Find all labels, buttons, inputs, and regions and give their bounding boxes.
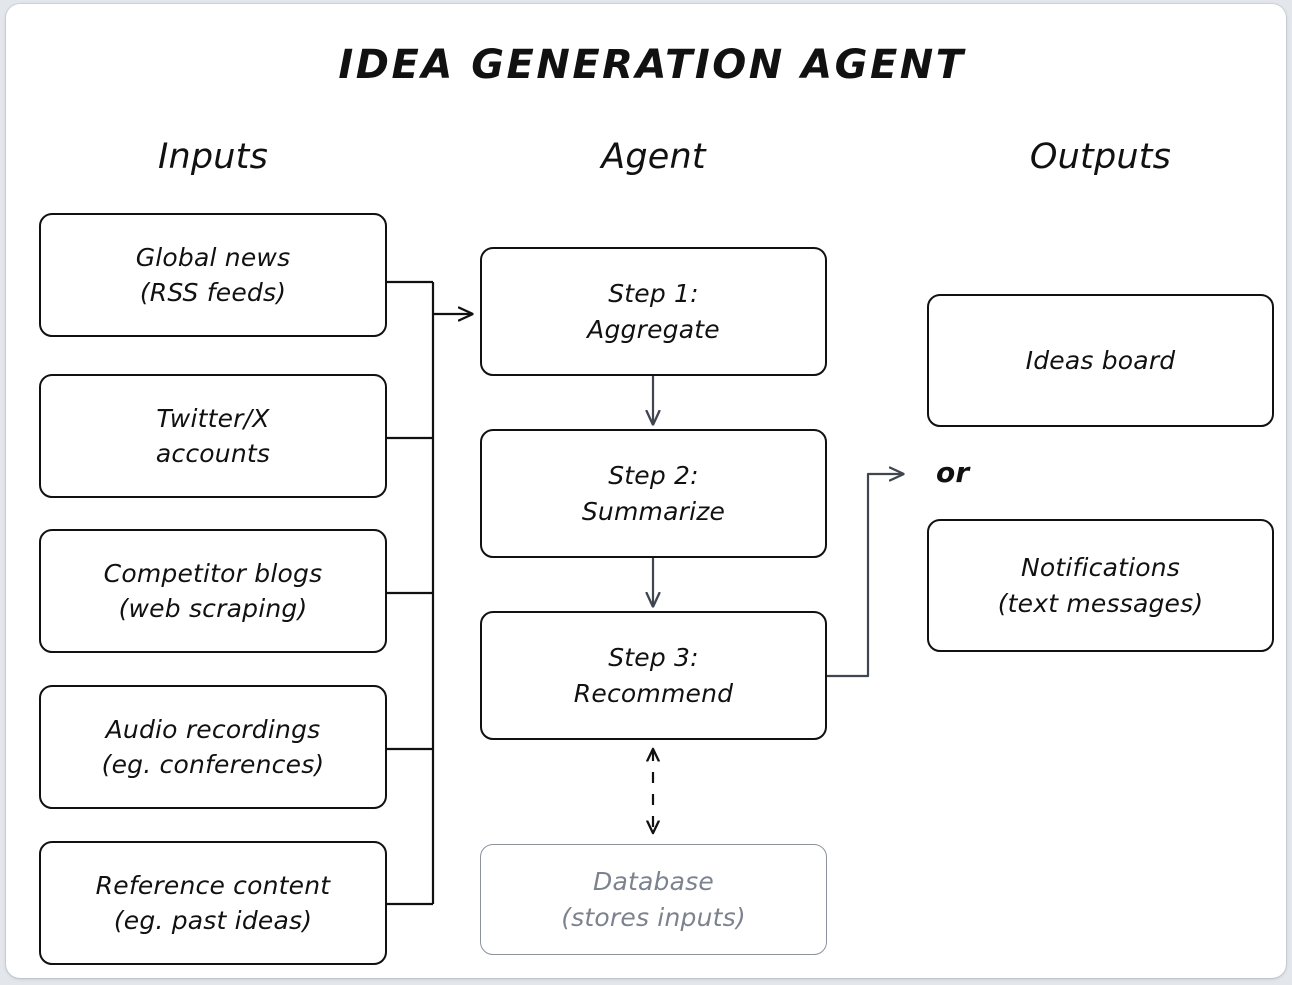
node-line-1: Twitter/X <box>156 403 270 433</box>
wire-step3-to-outputs <box>827 474 903 678</box>
agent-step-1-aggregate[interactable]: Step 1: Aggregate <box>480 247 827 376</box>
column-header-inputs: Inputs <box>157 137 269 177</box>
node-line-1: Step 3: <box>608 643 699 672</box>
datastore-node-database[interactable]: Database (stores inputs) <box>480 844 827 955</box>
node-line-1: Competitor blogs <box>103 558 323 588</box>
node-line-2: accounts <box>155 439 271 468</box>
input-node-audio-recordings[interactable]: Audio recordings (eg. conferences) <box>39 685 387 809</box>
input-node-twitter-x[interactable]: Twitter/X accounts <box>39 374 387 498</box>
node-line-1: Notifications <box>1020 553 1181 582</box>
node-line-1: Database <box>593 867 714 896</box>
node-line-2: (web scraping) <box>118 594 308 623</box>
node-line-1: Audio recordings <box>105 714 321 744</box>
node-line-1: Ideas board <box>1025 345 1176 375</box>
node-line-2: (stores inputs) <box>561 902 746 932</box>
node-line-1: Global news <box>135 242 291 272</box>
input-node-reference-content[interactable]: Reference content (eg. past ideas) <box>39 841 387 965</box>
node-line-2: Recommend <box>573 678 734 708</box>
output-node-notifications[interactable]: Notifications (text messages) <box>927 519 1274 652</box>
node-line-1: Reference content <box>95 870 331 900</box>
agent-step-3-recommend[interactable]: Step 3: Recommend <box>480 611 827 740</box>
node-line-2: (eg. conferences) <box>101 750 325 779</box>
column-header-outputs: Outputs <box>1029 137 1172 177</box>
node-line-2: Summarize <box>581 496 726 526</box>
node-line-2: (eg. past ideas) <box>113 906 313 935</box>
input-node-competitor-blogs[interactable]: Competitor blogs (web scraping) <box>39 529 387 653</box>
node-line-2: Aggregate <box>587 314 720 344</box>
column-header-agent: Agent <box>601 137 706 177</box>
agent-step-2-summarize[interactable]: Step 2: Summarize <box>480 429 827 558</box>
connector-label-or: or <box>936 456 970 489</box>
input-bus-wires <box>387 280 435 906</box>
diagram-canvas: IDEA GENERATION AGENT Inputs Agent Outpu… <box>6 4 1286 978</box>
node-line-1: Step 2: <box>608 461 699 490</box>
output-node-ideas-board[interactable]: Ideas board <box>927 294 1274 427</box>
input-node-global-news[interactable]: Global news (RSS feeds) <box>39 213 387 337</box>
diagram-title: IDEA GENERATION AGENT <box>338 42 966 88</box>
node-line-2: (RSS feeds) <box>139 278 287 307</box>
node-line-1: Step 1: <box>608 279 699 308</box>
node-line-2: (text messages) <box>997 588 1204 618</box>
